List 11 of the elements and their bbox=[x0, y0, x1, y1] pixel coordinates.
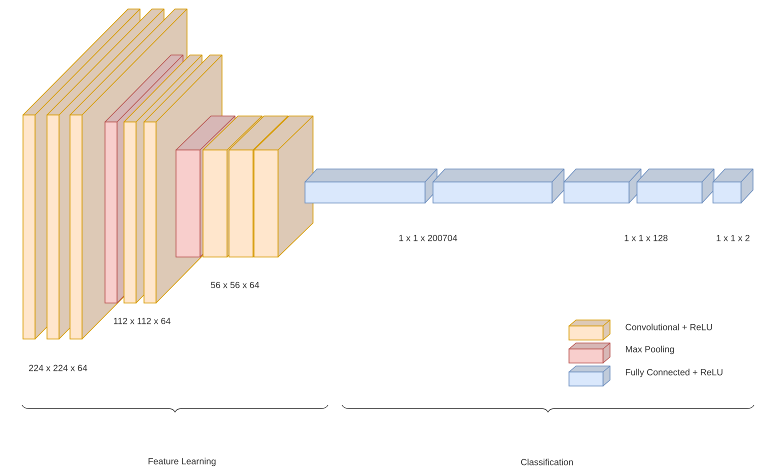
section-label: Classification bbox=[521, 458, 573, 466]
dimension-label: 1 x 1 x 128 bbox=[624, 234, 668, 242]
dimension-label: 1 x 1 x 200704 bbox=[399, 234, 458, 242]
dimension-label: 224 x 224 x 64 bbox=[29, 364, 88, 372]
section-label: Feature Learning bbox=[148, 458, 216, 466]
legend-label: Fully Connected + ReLU bbox=[626, 368, 722, 378]
legend-label: Max Pooling bbox=[626, 346, 674, 354]
dimension-label: 112 x 112 x 64 bbox=[114, 318, 170, 324]
dimension-label: 1 x 1 x 2 bbox=[716, 234, 750, 242]
dimension-label: 56 x 56 x 64 bbox=[210, 282, 260, 288]
legend-label: Convolutional + ReLU bbox=[626, 324, 712, 330]
